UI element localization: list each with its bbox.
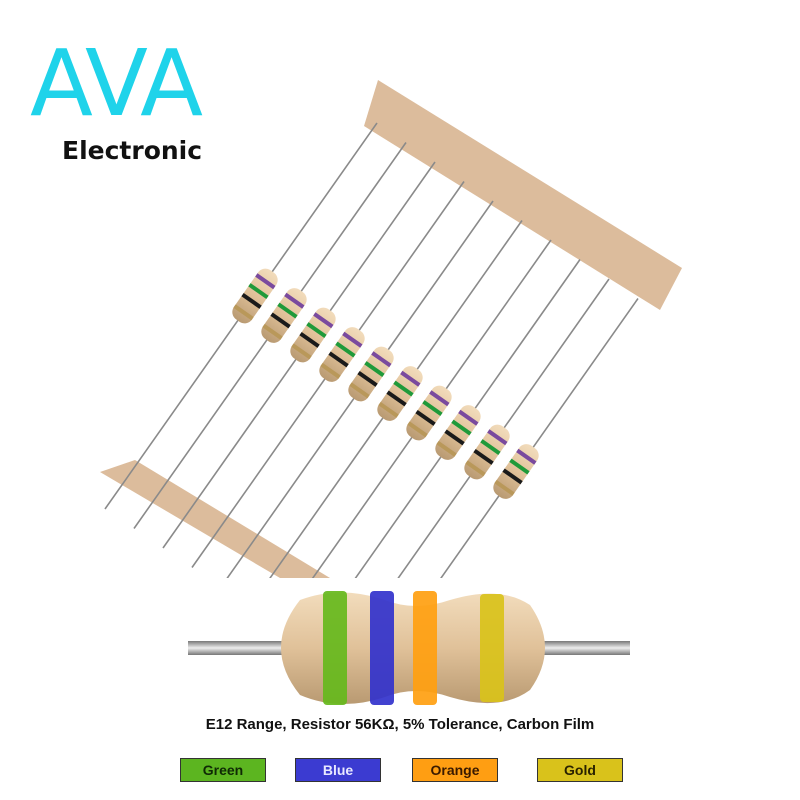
color-band [516,448,537,465]
color-band [393,380,414,397]
color-band [400,370,421,387]
color-band [429,390,450,407]
color-band [370,591,394,705]
color-band [415,409,436,426]
brand-subtitle: Electronic [62,136,203,165]
color-band [349,382,370,399]
color-band [270,312,291,329]
color-band [509,458,530,475]
color-band [291,343,312,360]
color-band [386,390,407,407]
color-band [473,448,494,465]
color-band [480,439,501,456]
color-band [299,331,320,348]
color-band [487,429,508,446]
color-band [241,292,262,309]
color-band [320,362,341,379]
color-band [277,302,298,319]
color-band [444,429,465,446]
small-resistor [348,346,394,402]
color-band [436,440,457,457]
tape-top [364,80,682,310]
color-band [306,322,327,339]
color-chip-green: Green [180,758,266,782]
lead-left [188,641,288,655]
chip-label: Green [202,762,244,778]
color-band [335,341,356,358]
color-band [480,594,504,702]
color-band [502,468,523,485]
small-resistor [377,366,423,421]
small-resistor [261,288,307,343]
color-band [458,409,479,426]
small-resistor [232,268,278,324]
small-resistor [493,444,539,499]
color-band [364,361,385,378]
color-band [328,351,349,368]
color-band [323,591,347,705]
small-resistor [290,307,336,363]
color-band [342,331,363,348]
color-band [407,421,428,438]
color-band [313,312,334,329]
small-resistor [319,327,365,382]
chip-label: Blue [322,762,354,778]
color-band [255,273,276,290]
color-band [422,400,443,417]
small-resistor [464,424,510,480]
large-resistor [188,591,630,705]
color-band [262,323,283,340]
color-band [248,283,269,300]
color-band [284,292,305,309]
small-resistor [435,405,481,460]
color-chip-orange: Orange [412,758,498,782]
chip-label: Orange [430,762,480,778]
lead-right [540,641,630,655]
color-band [378,401,399,418]
color-band [233,304,254,321]
brand-logo: AVA [30,30,203,137]
color-band [413,591,437,705]
tape-bottom [100,460,330,578]
color-band [371,351,392,368]
color-band [494,479,515,496]
color-band [465,460,486,477]
color-chip-gold: Gold [537,758,623,782]
chip-label: Gold [564,762,596,778]
product-caption: E12 Range, Resistor 56KΩ, 5% Tolerance, … [205,716,595,733]
color-band [357,370,378,387]
small-resistor [406,385,452,441]
color-band [451,419,472,436]
color-chip-blue: Blue [295,758,381,782]
